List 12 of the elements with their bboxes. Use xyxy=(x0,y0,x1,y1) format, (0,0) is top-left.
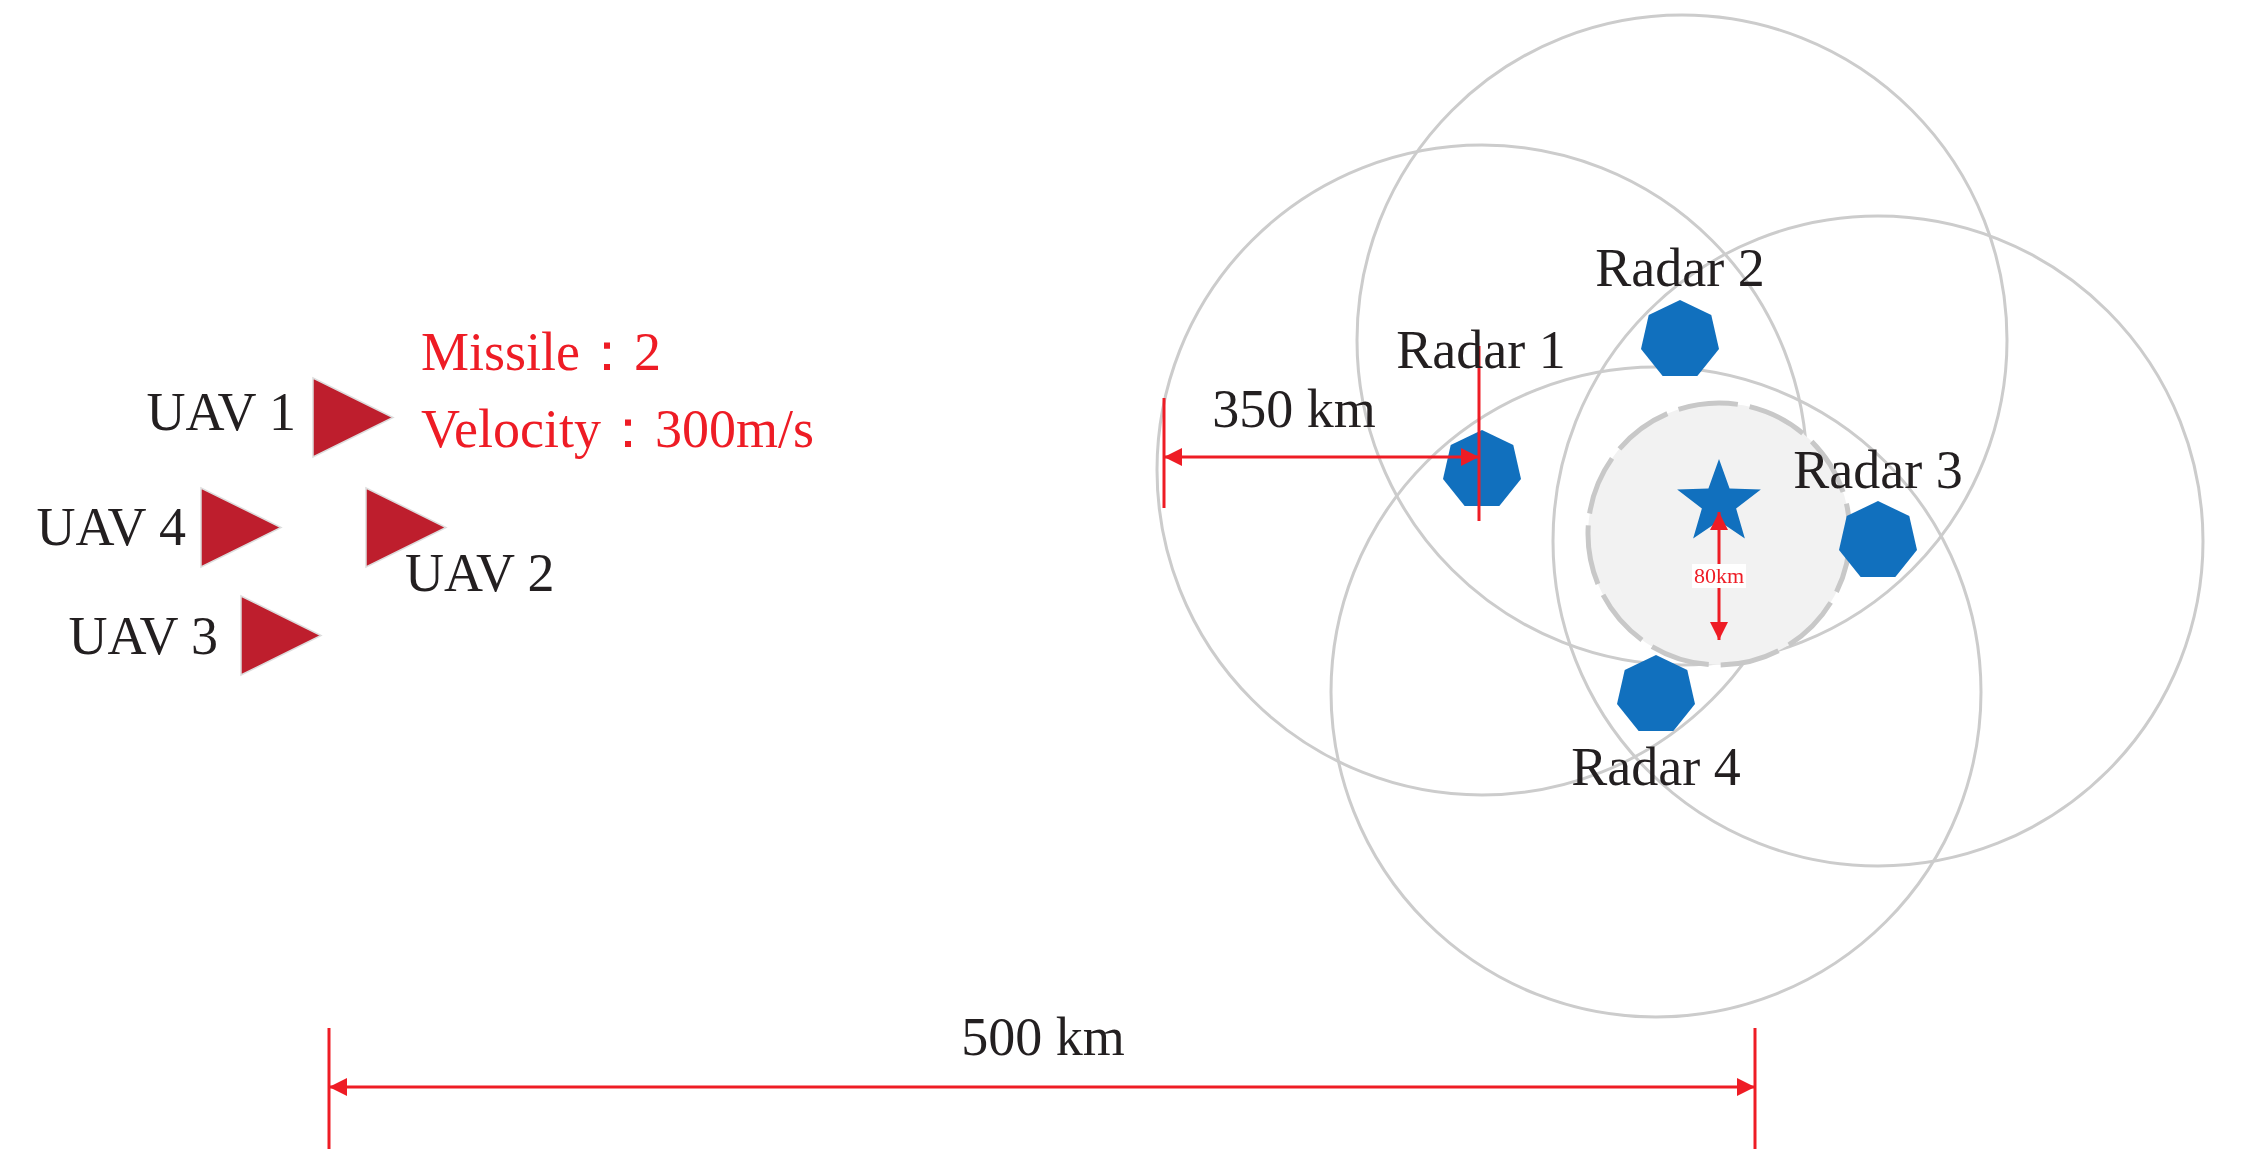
radar-label: Radar 4 xyxy=(1571,740,1741,794)
radar-label: Radar 1 xyxy=(1396,323,1566,377)
radar-label: Radar 3 xyxy=(1793,443,1963,497)
uav-label: UAV 3 xyxy=(68,609,218,663)
dimension-label: 350 km xyxy=(1212,382,1376,436)
radar-label: Radar 2 xyxy=(1595,241,1765,295)
uav-label: UAV 2 xyxy=(405,546,555,600)
missile-count-label: Missile：2 xyxy=(421,325,662,379)
dimension-label: 80km xyxy=(1691,564,1747,588)
dimension-label: 500 km xyxy=(961,1010,1125,1064)
uav-label: UAV 4 xyxy=(36,500,186,554)
uav-label: UAV 1 xyxy=(146,385,296,439)
